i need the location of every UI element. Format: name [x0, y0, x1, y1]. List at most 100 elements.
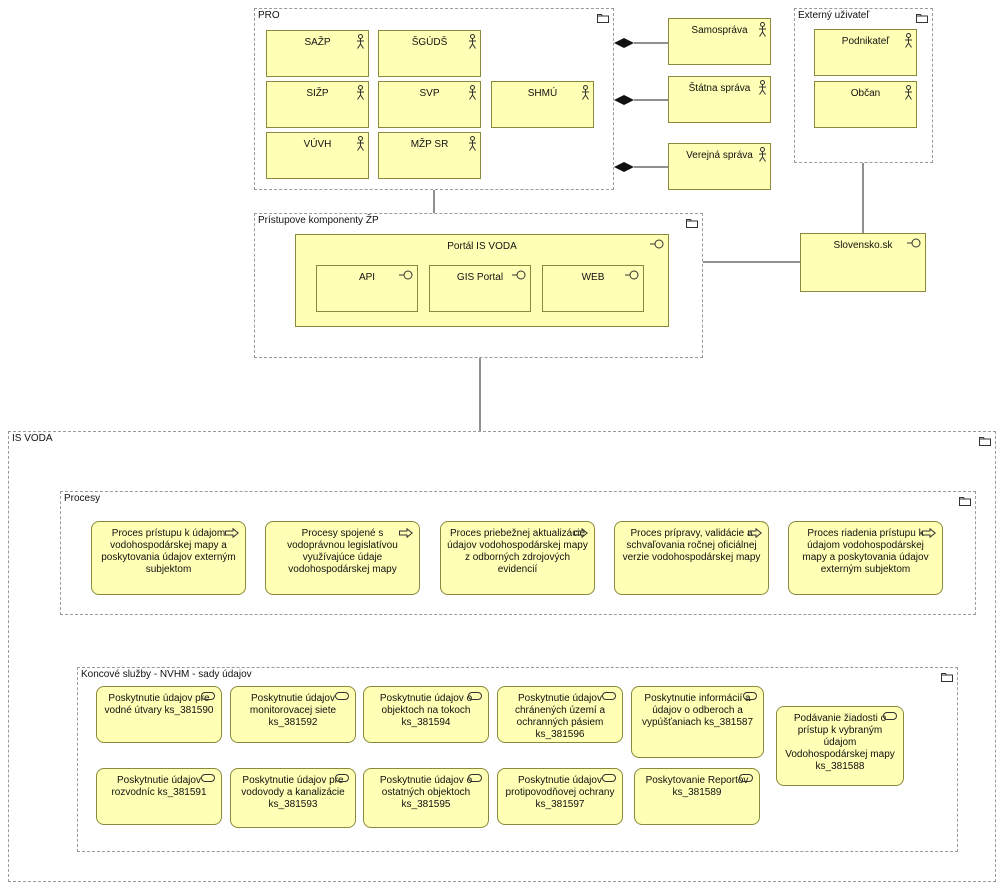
service-pill-icon	[201, 692, 215, 700]
slovensko-label: Slovensko.sk	[833, 240, 893, 251]
service-label: Poskytnutie údajov o objektoch na tokoch…	[379, 693, 473, 728]
service-pill-icon	[883, 712, 897, 720]
component-label: GIS Portal	[456, 272, 504, 283]
folder-icon	[916, 14, 928, 23]
folder-icon	[941, 673, 953, 682]
actor-sguds[interactable]: ŠGÚDŠ	[378, 30, 481, 77]
process-arrow-icon	[574, 528, 588, 538]
component-web[interactable]: WEB	[542, 265, 644, 312]
service-pill-icon	[468, 692, 482, 700]
interface-lollipop-icon	[625, 270, 639, 280]
actor-label: SVP	[419, 88, 440, 99]
service-label: Poskytnutie údajov pre vodovody a kanali…	[241, 775, 345, 810]
service-label: Podávanie žiadosti o prístup k vybraným …	[785, 713, 895, 772]
process-arrow-icon	[922, 528, 936, 538]
process-vodopravna-legislativa[interactable]: Procesy spojené s vodoprávnou legislatív…	[265, 521, 420, 595]
process-label: Proces priebežnej aktualizácie údajov vo…	[447, 528, 588, 575]
stick-figure-icon	[582, 85, 589, 100]
interface-lollipop-icon	[399, 270, 413, 280]
actor-mzp-sr[interactable]: MŽP SR	[378, 132, 481, 179]
interface-lollipop-icon	[512, 270, 526, 280]
process-arrow-icon	[748, 528, 762, 538]
service-pill-icon	[335, 774, 349, 782]
service-label: Poskytnutie údajov monitorovacej siete k…	[249, 693, 337, 728]
actor-statna-sprava[interactable]: Štátna správa	[668, 76, 771, 123]
group-label: Externý uživateľ	[798, 10, 870, 21]
component-label: WEB	[581, 272, 605, 283]
service-ks-381589[interactable]: Poskytovanie Reportov ks_381589	[634, 768, 760, 825]
actor-verejna-sprava[interactable]: Verejná správa	[668, 143, 771, 190]
service-label: Poskytnutie údajov protipovodňovej ochra…	[505, 775, 615, 810]
service-ks-381587[interactable]: Poskytnutie informácií a údajov o odbero…	[631, 686, 764, 758]
process-label: Proces riadenia prístupu k údajom vodoho…	[802, 528, 929, 575]
service-ks-381591[interactable]: Poskytnutie údajov rozvodníc ks_381591	[96, 768, 222, 825]
component-gis-portal[interactable]: GIS Portal	[429, 265, 531, 312]
actor-label: SIŽP	[306, 88, 329, 99]
group-label: PRO	[258, 10, 280, 21]
service-ks-381596[interactable]: Poskytnutie údajov chránených území a oc…	[497, 686, 623, 743]
service-ks-381595[interactable]: Poskytnutie údajov o ostatných objektoch…	[363, 768, 489, 828]
stick-figure-icon	[357, 136, 364, 151]
slovensko-sk[interactable]: Slovensko.sk	[800, 233, 926, 292]
actor-svp[interactable]: SVP	[378, 81, 481, 128]
service-ks-381592[interactable]: Poskytnutie údajov monitorovacej siete k…	[230, 686, 356, 743]
actor-label: Občan	[850, 88, 881, 99]
portal-title: Portál IS VODA	[447, 241, 517, 252]
stick-figure-icon	[357, 34, 364, 49]
actor-label: VÚVH	[303, 139, 332, 150]
actor-vuvh[interactable]: VÚVH	[266, 132, 369, 179]
service-label: Poskytovanie Reportov ks_381589	[645, 775, 749, 798]
stick-figure-icon	[759, 80, 766, 95]
actor-sizp[interactable]: SIŽP	[266, 81, 369, 128]
service-label: Poskytnutie údajov rozvodníc ks_381591	[111, 775, 207, 798]
service-label: Poskytnutie údajov o ostatných objektoch…	[379, 775, 473, 810]
process-priebezna-aktualizacia[interactable]: Proces priebežnej aktualizácie údajov vo…	[440, 521, 595, 595]
service-ks-381593[interactable]: Poskytnutie údajov pre vodovody a kanali…	[230, 768, 356, 828]
stick-figure-icon	[759, 147, 766, 162]
service-label: Poskytnutie informácií a údajov o odbero…	[641, 693, 754, 728]
group-label: IS VODA	[12, 433, 53, 444]
component-label: API	[358, 272, 376, 283]
folder-icon	[959, 497, 971, 506]
stick-figure-icon	[469, 34, 476, 49]
folder-icon	[979, 437, 991, 446]
stick-figure-icon	[905, 33, 912, 48]
service-ks-381597[interactable]: Poskytnutie údajov protipovodňovej ochra…	[497, 768, 623, 825]
folder-icon	[597, 14, 609, 23]
actor-label: Štátna správa	[688, 83, 751, 94]
stick-figure-icon	[759, 22, 766, 37]
service-label: Poskytnutie údajov chránených území a oc…	[514, 693, 606, 740]
interface-lollipop-icon	[907, 238, 921, 248]
actor-samosprava[interactable]: Samospráva	[668, 18, 771, 65]
service-ks-381590[interactable]: Poskytnutie údajov pre vodné útvary ks_3…	[96, 686, 222, 743]
actor-label: Verejná správa	[686, 150, 753, 161]
component-api[interactable]: API	[316, 265, 418, 312]
stick-figure-icon	[357, 85, 364, 100]
process-label: Proces prípravy, validácie a schvaľovani…	[622, 528, 761, 563]
actor-shmu[interactable]: SHMÚ	[491, 81, 594, 128]
group-label: Koncové služby - NVHM - sady údajov	[81, 669, 252, 680]
stick-figure-icon	[469, 136, 476, 151]
process-priprava-validacia[interactable]: Proces prípravy, validácie a schvaľovani…	[614, 521, 769, 595]
service-pill-icon	[602, 692, 616, 700]
actor-sazp[interactable]: SAŽP	[266, 30, 369, 77]
process-pristup-k-udajom[interactable]: Proces prístupu k údajom vodohospodárske…	[91, 521, 246, 595]
group-label: Prístupove komponenty ŽP	[258, 215, 379, 226]
service-ks-381588[interactable]: Podávanie žiadosti o prístup k vybraným …	[776, 706, 904, 786]
stick-figure-icon	[905, 85, 912, 100]
service-pill-icon	[335, 692, 349, 700]
service-pill-icon	[602, 774, 616, 782]
service-pill-icon	[468, 774, 482, 782]
service-ks-381594[interactable]: Poskytnutie údajov o objektoch na tokoch…	[363, 686, 489, 743]
actor-podnikatel[interactable]: Podnikateľ	[814, 29, 917, 76]
actor-obcan[interactable]: Občan	[814, 81, 917, 128]
folder-icon	[686, 219, 698, 228]
process-riadenie-pristupu[interactable]: Proces riadenia prístupu k údajom vodoho…	[788, 521, 943, 595]
service-pill-icon	[743, 692, 757, 700]
interface-lollipop-icon	[650, 239, 664, 249]
actor-label: Samospráva	[691, 25, 748, 36]
actor-label: SHMÚ	[527, 88, 558, 99]
actor-label: SAŽP	[304, 37, 331, 48]
service-pill-icon	[201, 774, 215, 782]
